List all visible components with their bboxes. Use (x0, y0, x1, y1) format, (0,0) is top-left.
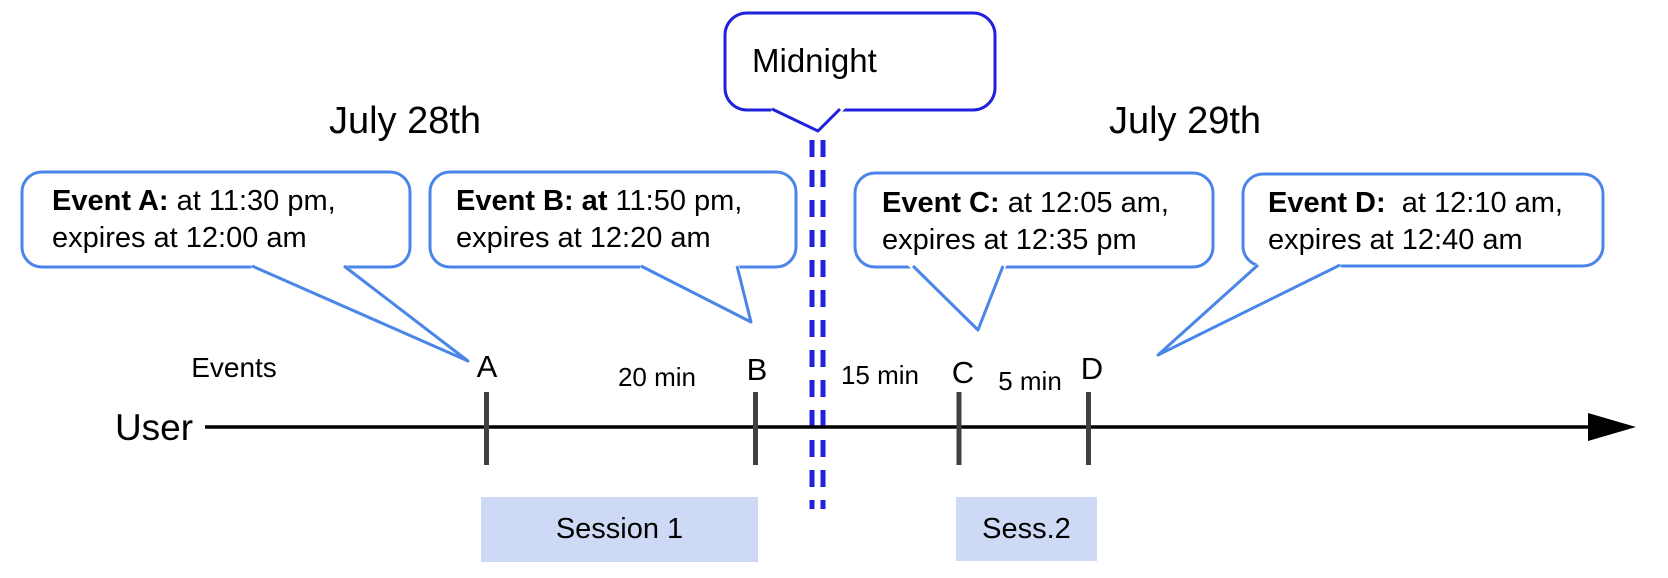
event-b-callout-text: Event B: at 11:50 pm, expires at 12:20 a… (456, 183, 826, 257)
event-c-line1: Event C: at 12:05 am, (882, 185, 1252, 222)
event-b-line1: Event B: at 11:50 pm, (456, 183, 826, 220)
midnight-label: Midnight (752, 42, 877, 79)
event-a-callout-text: Event A: at 11:30 pm, expires at 12:00 a… (52, 183, 422, 257)
interval-5-min: 5 min (998, 366, 1062, 396)
event-c-tail-mask (906, 264, 1007, 335)
event-b-time: 11:50 pm, (607, 185, 743, 217)
timeline-arrowhead (1588, 413, 1636, 441)
event-b-title: Event B: at (456, 185, 608, 217)
event-d-title: Event D: (1268, 187, 1386, 219)
event-d-callout-text: Event D: at 12:10 am, expires at 12:40 a… (1268, 185, 1638, 259)
interval-15-min: 15 min (840, 360, 920, 390)
midnight-tail-mask (770, 107, 847, 134)
session-2-box: Sess.2 (956, 497, 1097, 561)
tick-label-c: C (951, 355, 975, 390)
event-d-line1: Event D: at 12:10 am, (1268, 185, 1638, 222)
user-row-label: User (114, 407, 194, 448)
date-july-29: July 29th (1108, 100, 1262, 142)
event-a-tail-mask (251, 264, 470, 364)
event-c-time: at 12:05 am, (999, 187, 1169, 219)
tick-label-a: A (476, 349, 498, 384)
event-a-tail (251, 264, 470, 363)
event-d-tail-mask (1156, 263, 1342, 358)
event-a-title: Event A: (52, 185, 169, 217)
event-d-tail (1156, 263, 1341, 357)
event-c-tail (911, 264, 1005, 332)
tick-label-b: B (746, 352, 768, 387)
event-a-line1: Event A: at 11:30 pm, (52, 183, 422, 220)
event-c-line2: expires at 12:35 pm (882, 224, 1137, 256)
events-row-label: Events (191, 352, 277, 383)
session-2-label: Sess.2 (982, 512, 1071, 545)
event-c-title: Event C: (882, 187, 1000, 219)
midnight-tail (771, 107, 842, 133)
tick-label-d: D (1080, 351, 1104, 386)
event-d-line2: expires at 12:40 am (1268, 224, 1523, 256)
event-b-tail (640, 264, 753, 324)
event-a-line2: expires at 12:00 am (52, 222, 307, 254)
event-d-time: at 12:10 am, (1385, 187, 1563, 219)
event-a-time: at 11:30 pm, (168, 185, 336, 217)
interval-20-min: 20 min (617, 362, 697, 392)
event-b-tail-mask (639, 264, 755, 327)
event-b-line2: expires at 12:20 am (456, 222, 711, 254)
session-1-label: Session 1 (555, 513, 684, 545)
event-c-callout-text: Event C: at 12:05 am, expires at 12:35 p… (882, 185, 1252, 259)
session-1-box: Session 1 (481, 497, 758, 562)
date-july-28: July 28th (328, 100, 482, 142)
